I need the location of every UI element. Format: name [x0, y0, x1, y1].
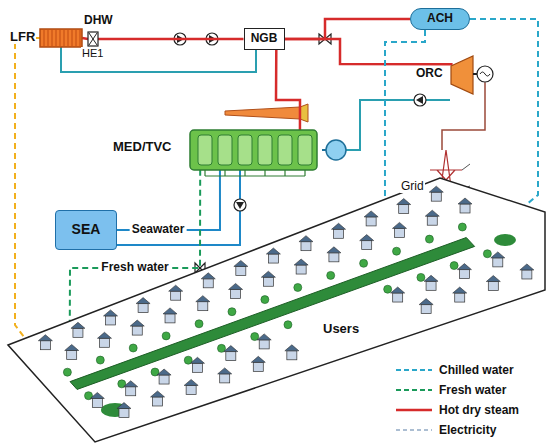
node-label: Grid: [400, 180, 425, 193]
ejector-symbol: [225, 107, 300, 119]
users-area-shape: [8, 178, 545, 442]
legend: Chilled waterFresh waterHot dry steamEle…: [395, 360, 519, 440]
solar-field: LFR: [40, 29, 82, 47]
legend-text: Chilled water: [439, 363, 514, 377]
legend-row: Fresh water: [395, 380, 519, 400]
condenser-symbol: [326, 140, 346, 160]
node-label: NGB: [251, 32, 278, 45]
chiller-tank: ACH: [410, 8, 470, 30]
flow-connector: [15, 38, 40, 345]
pump-symbol: [414, 94, 426, 106]
flow-connector: [385, 30, 425, 214]
pipe: [322, 149, 326, 151]
stream-label: DHW: [84, 14, 113, 27]
legend-text: Electricity: [439, 423, 496, 437]
users-area: Users: [8, 178, 545, 442]
legend-row: Electricity: [395, 420, 519, 440]
boiler-box: NGB: [244, 28, 285, 50]
legend-row: Hot dry steam: [395, 400, 519, 420]
node-label: ACH: [427, 12, 453, 25]
legend-sample: [395, 405, 433, 415]
flow-connector: [82, 38, 88, 39]
legend-sample: [395, 385, 433, 395]
flow-connector: [117, 170, 220, 230]
flow-connector: [276, 50, 300, 130]
solar-field-shape: [40, 29, 82, 47]
desalination-unit: MED/TVC: [112, 120, 322, 180]
legend-sample: [395, 425, 433, 435]
legend-sample: [395, 365, 433, 375]
node-label: MED/TVC: [112, 140, 173, 154]
orc-turbine: ORC: [415, 52, 495, 97]
sea-box: SEA: [55, 210, 117, 250]
node-label: LFR: [9, 30, 36, 44]
node-label: ORC: [415, 67, 444, 80]
brine-pipe: [117, 170, 240, 245]
heat-exchanger-shape: [88, 32, 98, 46]
edge-label: Seawater: [130, 223, 187, 236]
edge-label: Fresh water: [99, 261, 170, 274]
node-label: HE1: [81, 47, 104, 59]
node-label: Users: [322, 322, 360, 336]
node-label: SEA: [72, 222, 101, 237]
legend-text: Hot dry steam: [439, 403, 519, 417]
flow-connector: [98, 38, 244, 41]
flow-connector: [285, 19, 411, 39]
legend-row: Chilled water: [395, 360, 519, 380]
heat-exchanger: HE1: [88, 32, 98, 46]
return-pipe: [61, 47, 256, 72]
flow-connector: [285, 39, 453, 64]
pump-symbol: [234, 199, 246, 211]
flow-connector: [470, 19, 538, 214]
legend-text: Fresh water: [439, 383, 506, 397]
flow-connector: [442, 82, 485, 150]
return-pipe: [346, 100, 450, 150]
